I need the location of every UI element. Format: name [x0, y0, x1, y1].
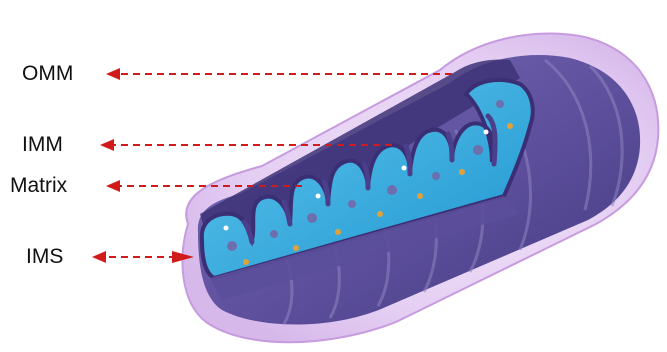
imm-arrowhead [100, 139, 114, 151]
arrowheads [92, 68, 194, 263]
imm-label: IMM [22, 134, 63, 155]
omm-arrowhead [106, 68, 120, 80]
matrix-label: Matrix [10, 175, 67, 196]
ims-label: IMS [26, 246, 63, 267]
ims-arrowhead [92, 251, 106, 263]
matrix-arrowhead [106, 180, 120, 192]
omm-label: OMM [22, 63, 73, 84]
